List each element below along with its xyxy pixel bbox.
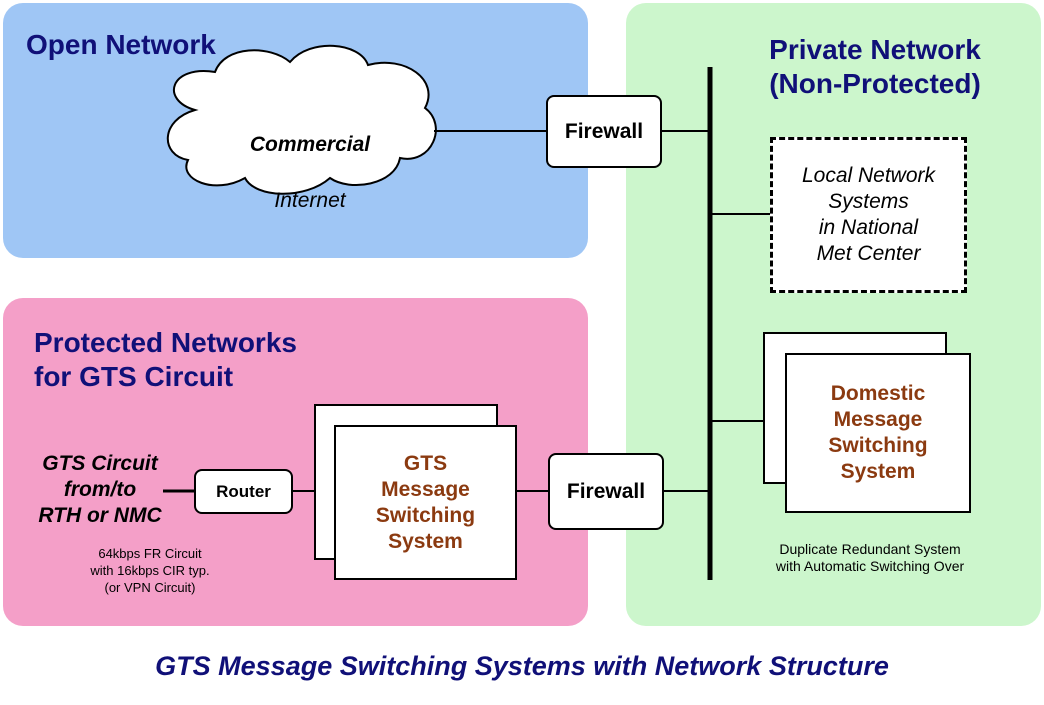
firewall-bottom: Firewall bbox=[548, 453, 664, 530]
protected-network-title: Protected Networks for GTS Circuit bbox=[34, 327, 297, 392]
local-network-systems: Local Network Systems in National Met Ce… bbox=[770, 137, 967, 293]
diagram-caption: GTS Message Switching Systems with Netwo… bbox=[155, 651, 889, 681]
internet-label: Commercial Internet bbox=[220, 103, 400, 243]
duplicate-system-note: Duplicate Redundant System with Automati… bbox=[775, 541, 965, 574]
private-network-title: Private Network (Non-Protected) bbox=[769, 34, 981, 99]
router-box: Router bbox=[194, 469, 293, 514]
private-network-region bbox=[626, 3, 1041, 626]
gts-message-switching-system: GTS Message Switching System bbox=[334, 425, 517, 580]
internet-label-line2: Internet bbox=[274, 189, 346, 212]
gts-circuit-label: GTS Circuit from/to RTH or NMC bbox=[38, 452, 162, 527]
internet-cloud-icon bbox=[166, 44, 437, 195]
fr-circuit-note: 64kbps FR Circuit with 16kbps CIR typ. (… bbox=[90, 546, 210, 595]
internet-label-line1: Commercial bbox=[249, 133, 371, 156]
firewall-top: Firewall bbox=[546, 95, 662, 168]
open-network-title: Open Network bbox=[26, 29, 216, 60]
domestic-message-switching-system: Domestic Message Switching System bbox=[785, 353, 971, 513]
